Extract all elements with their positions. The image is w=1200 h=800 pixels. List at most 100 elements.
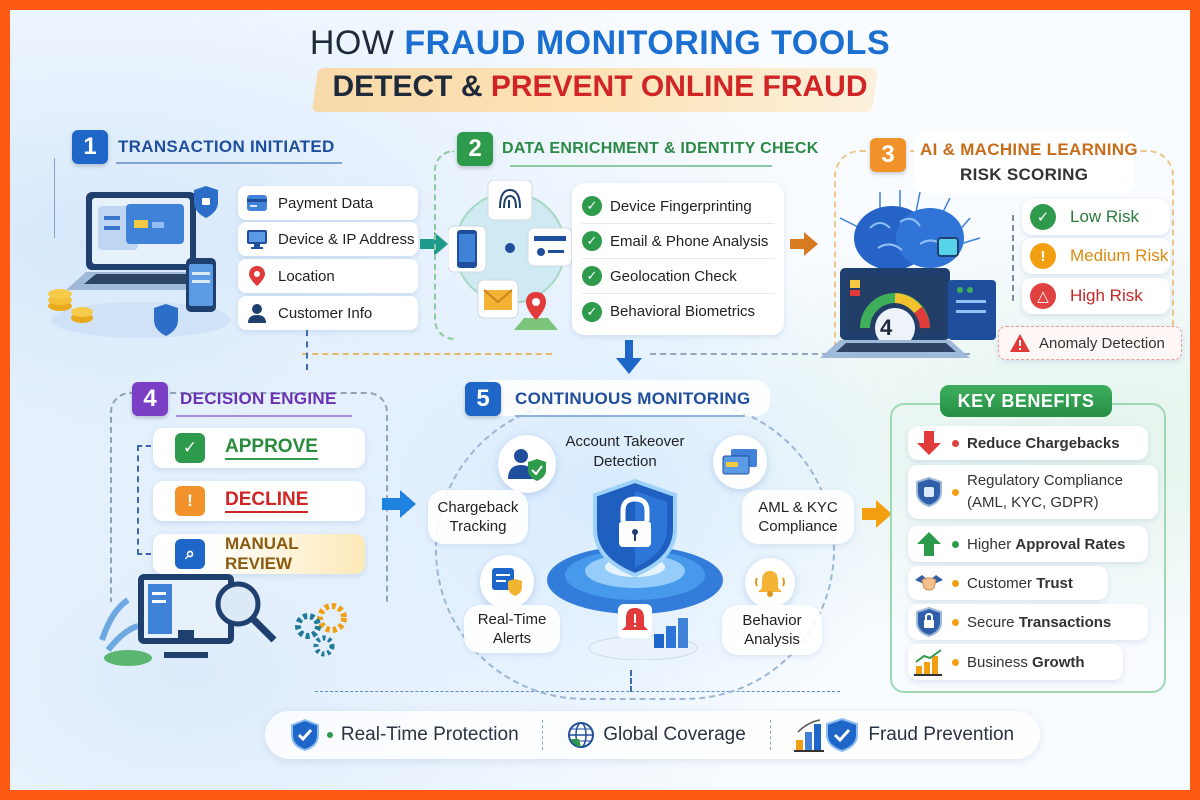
alert-chart-illustration: [588, 604, 698, 660]
check-label: Device Fingerprinting: [610, 197, 752, 215]
central-security-shield-illustration: [547, 478, 723, 614]
id-cards-icon: [722, 449, 757, 475]
identity-check-illustration: [448, 180, 573, 330]
benefit-label: Higher Approval Rates: [967, 536, 1125, 553]
divider: [769, 720, 771, 750]
behavior-analysis-label: Behavior Analysis: [722, 605, 822, 655]
user-icon: [246, 302, 268, 324]
page-subtitle: DETECT & PREVENT ONLINE FRAUD: [10, 70, 1190, 104]
label-line: Real-Time: [477, 610, 547, 628]
laptop-illustration: [48, 186, 231, 338]
benefit-label: Reduce Chargebacks: [967, 435, 1120, 452]
connector-line: [306, 330, 308, 370]
arrow-down-icon: [616, 340, 642, 374]
check-icon: ✓: [175, 433, 205, 463]
behavior-analysis-bubble: [745, 558, 795, 608]
divider: [542, 720, 544, 750]
benefit-text-bold: Regulatory Compliance: [967, 472, 1123, 490]
step-title: CONTINUOUS MONITORING: [515, 389, 751, 408]
document-shield-icon: [492, 568, 522, 596]
decision-manual-review: ⌕ MANUAL REVIEW: [153, 534, 365, 574]
highlight-label: Real-Time Protection: [340, 724, 519, 745]
label-line: Account Takeover: [565, 433, 685, 450]
decision-approve: ✓ APPROVE: [153, 428, 365, 468]
connector-line: [302, 353, 552, 355]
benefit-text: Business: [967, 653, 1033, 671]
decision-decline: ! DECLINE: [153, 481, 365, 521]
title-backdrop: [480, 380, 770, 416]
title-prefix: HOW: [309, 24, 395, 62]
title-underline: [515, 415, 745, 417]
warning-triangle-icon: [1010, 334, 1030, 352]
title-underline: [176, 415, 352, 417]
step-title-line2: RISK SCORING: [960, 165, 1089, 184]
credit-card-icon: [246, 192, 268, 214]
benefit-item: Business Growth: [908, 644, 1123, 680]
benefit-item: Higher Approval Rates: [908, 526, 1148, 562]
check-label: Behavioral Biometrics: [610, 303, 756, 320]
label-line: Alerts: [492, 630, 532, 647]
label-line: Tracking: [449, 518, 507, 535]
benefit-text-bold: Growth: [1032, 653, 1085, 671]
globe-icon: [568, 722, 595, 748]
title-underline: [116, 162, 342, 164]
handshake-icon: [914, 568, 944, 598]
highlight-real-time-protection: Real-Time Protection: [290, 719, 519, 751]
monitor-icon: [246, 228, 268, 250]
account-takeover-label: Account Takeover Detection: [555, 432, 695, 471]
aml-kyc-bubble: [713, 435, 767, 489]
data-item-location: Location: [238, 259, 418, 293]
benefit-text: Customer: [967, 574, 1037, 592]
warning-icon: !: [1030, 243, 1056, 269]
data-item-customer: Customer Info: [238, 296, 418, 330]
anomaly-detection-tag: Anomaly Detection: [998, 326, 1182, 360]
benefit-text-line2: (AML, KYC, GDPR): [967, 494, 1099, 511]
risk-gauge-value: 4: [880, 315, 893, 340]
benefit-item: Regulatory Compliance (AML, KYC, GDPR): [908, 465, 1158, 519]
title-underline: [510, 165, 772, 167]
magnifier-icon: ⌕: [175, 539, 205, 569]
check-item: ✓Geolocation Check: [582, 259, 774, 294]
label-line: Behavior: [742, 611, 802, 629]
item-label: Location: [278, 267, 335, 285]
benefit-text: Higher: [967, 535, 1016, 553]
label-line: AML & KYC: [758, 498, 838, 516]
connector-line: [650, 353, 970, 355]
risk-label: Medium Risk: [1070, 246, 1169, 265]
page-title: HOW FRAUD MONITORING TOOLS: [10, 24, 1190, 63]
benefit-text-bold: Approval Rates: [1015, 535, 1126, 553]
subtitle-highlight: PREVENT ONLINE FRAUD: [490, 70, 868, 103]
title-backdrop: [914, 130, 1134, 194]
benefit-item: Customer Trust: [908, 566, 1108, 600]
alert-triangle-icon: △: [1030, 283, 1056, 309]
check-label: Email & Phone Analysis: [610, 232, 769, 250]
risk-level-medium: ! Medium Risk: [1022, 238, 1170, 274]
check-circle-icon: ✓: [582, 301, 602, 322]
risk-level-high: △ High Risk: [1022, 278, 1170, 314]
check-item: ✓ Behavioral Biometrics: [582, 294, 774, 329]
arrow-right-icon: [862, 500, 892, 528]
step-number-badge: 3: [870, 138, 906, 172]
arrow-right-icon: [790, 232, 818, 256]
risk-level-low: ✓ Low Risk: [1022, 199, 1170, 235]
bullet-dot: [952, 618, 959, 626]
bullet-dot: [952, 579, 959, 587]
check-label: Geolocation Check: [610, 267, 737, 285]
check-item: ✓Email & Phone Analysis: [582, 224, 774, 259]
item-label: Device & IP Address: [278, 230, 415, 248]
highlight-label: Global Coverage: [603, 724, 746, 745]
infographic-canvas: HOW FRAUD MONITORING TOOLS DETECT & PREV…: [10, 10, 1190, 790]
benefits-title: KEY BENEFITS: [940, 385, 1112, 417]
bullet-dot: [952, 488, 959, 496]
location-pin-icon: [246, 265, 268, 287]
ai-brain-laptop-illustration: [820, 190, 996, 358]
connector-line: [137, 445, 151, 555]
check-icon: ✓: [1030, 204, 1056, 230]
lock-shield-icon: [914, 607, 944, 637]
arrow-right-icon: [382, 490, 416, 518]
bottom-highlights-bar: Real-Time Protection Global Coverage Fra…: [265, 711, 1040, 759]
review-computer-illustration: [99, 574, 347, 666]
title-highlight: FRAUD MONITORING TOOLS: [404, 24, 891, 62]
data-item-payment: Payment Data: [238, 186, 418, 220]
benefit-text-bold: Reduce Chargebacks: [967, 434, 1120, 452]
